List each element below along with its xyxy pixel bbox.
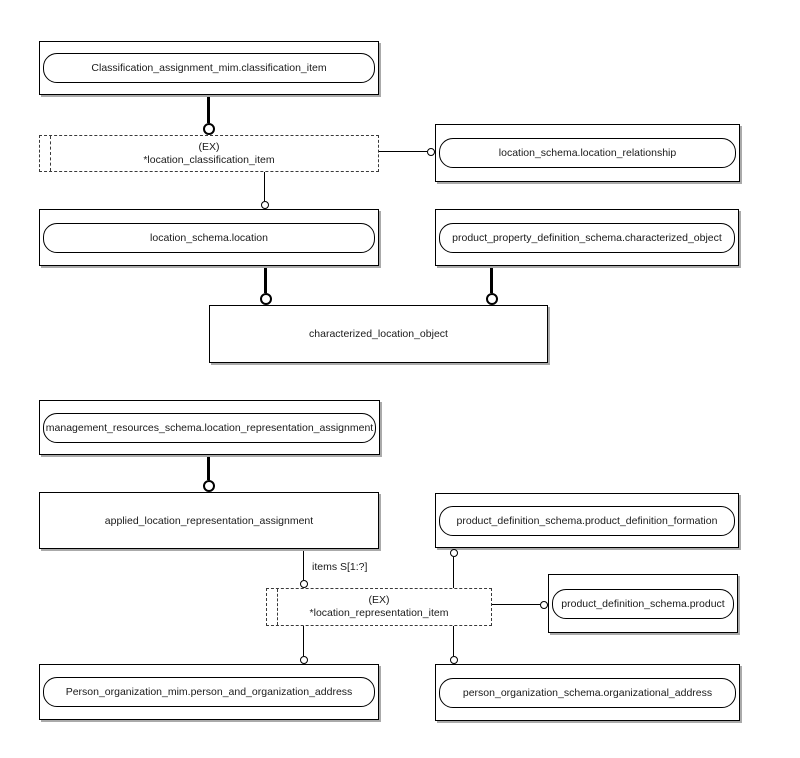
entity-pill-person-and-organization-address: Person_organization_mim.person_and_organ… (43, 677, 375, 707)
entity-box-person-and-organization-address: Person_organization_mim.person_and_organ… (39, 664, 379, 720)
entity-pill-location-representation-assignment: management_resources_schema.location_rep… (43, 412, 376, 443)
select-label: *location_classification_item (143, 153, 275, 166)
select-box-location-classification-item: (EX) *location_classification_item (39, 135, 379, 172)
select-box-location-representation-item: (EX) *location_representation_item (266, 588, 492, 626)
attr-line-formation-to-select (453, 557, 454, 588)
entity-pill-classification-item: Classification_assignment_mim.classifica… (43, 53, 375, 83)
entity-pill-product: product_definition_schema.product (552, 588, 734, 619)
select-type-double-edge (50, 136, 51, 171)
entity-label: Person_organization_mim.person_and_organ… (65, 686, 353, 698)
entity-box-classification-item: Classification_assignment_mim.classifica… (39, 41, 379, 95)
entity-label: product_property_definition_schema.chara… (452, 231, 722, 244)
entity-box-location-relationship: location_schema.location_relationship (435, 124, 740, 182)
attr-line-select-to-product (492, 604, 540, 605)
entity-label: product_definition_schema.product (561, 597, 725, 610)
entity-label: location_schema.location_relationship (498, 147, 677, 159)
entity-label: location_schema.location (150, 231, 268, 244)
attr-line-select-to-person-address (303, 626, 304, 656)
entity-box-applied-location-representation-assignment: applied_location_representation_assignme… (39, 492, 379, 549)
circle-terminator (450, 656, 458, 664)
entity-box-organizational-address: person_organization_schema.organizationa… (435, 664, 740, 721)
select-stereotype: (EX) (368, 594, 390, 606)
entity-label: person_organization_schema.organizationa… (462, 686, 713, 699)
select-label: *location_representation_item (309, 607, 449, 619)
entity-label: product_definition_schema.product_defini… (456, 514, 718, 527)
items-cardinality-label: items S[1:?] (312, 561, 368, 573)
entity-box-characterized-location-object: characterized_location_object (209, 305, 548, 363)
circle-terminator (450, 549, 458, 557)
supertype-line-assignment-to-applied (207, 455, 210, 480)
supertype-line-classification-to-select (207, 95, 210, 123)
entity-label: management_resources_schema.location_rep… (45, 421, 374, 434)
select-type-double-edge (277, 589, 278, 625)
supertype-line-location-to-characterized (264, 266, 267, 293)
entity-label: applied_location_representation_assignme… (104, 514, 314, 527)
attr-line-select-to-location-relationship (379, 151, 427, 152)
bold-circle-terminator (203, 123, 215, 135)
circle-terminator (540, 601, 548, 609)
entity-box-characterized-object: product_property_definition_schema.chara… (435, 209, 739, 266)
entity-box-location: location_schema.location (39, 209, 379, 266)
entity-box-product: product_definition_schema.product (548, 574, 738, 633)
entity-pill-characterized-object: product_property_definition_schema.chara… (439, 222, 735, 253)
attr-line-select-to-location (264, 172, 265, 201)
circle-terminator (261, 201, 269, 209)
entity-pill-organizational-address: person_organization_schema.organizationa… (439, 677, 736, 708)
bold-circle-terminator (203, 480, 215, 492)
attr-line-select-to-organizational-address (453, 626, 454, 656)
entity-label: Classification_assignment_mim.classifica… (91, 62, 327, 74)
bold-circle-terminator (260, 293, 272, 305)
circle-terminator (300, 580, 308, 588)
attr-line-applied-items-to-select (303, 549, 304, 580)
circle-terminator (300, 656, 308, 664)
entity-box-location-representation-assignment: management_resources_schema.location_rep… (39, 400, 380, 455)
select-stereotype: (EX) (198, 140, 220, 153)
entity-box-product-definition-formation: product_definition_schema.product_defini… (435, 493, 739, 548)
supertype-line-characterized-object-to-characterized (490, 266, 493, 293)
entity-pill-location-relationship: location_schema.location_relationship (439, 138, 736, 168)
entity-pill-product-definition-formation: product_definition_schema.product_defini… (439, 505, 735, 536)
bold-circle-terminator (486, 293, 498, 305)
entity-pill-location: location_schema.location (43, 222, 375, 253)
circle-terminator (427, 148, 435, 156)
entity-label: characterized_location_object (309, 328, 448, 340)
